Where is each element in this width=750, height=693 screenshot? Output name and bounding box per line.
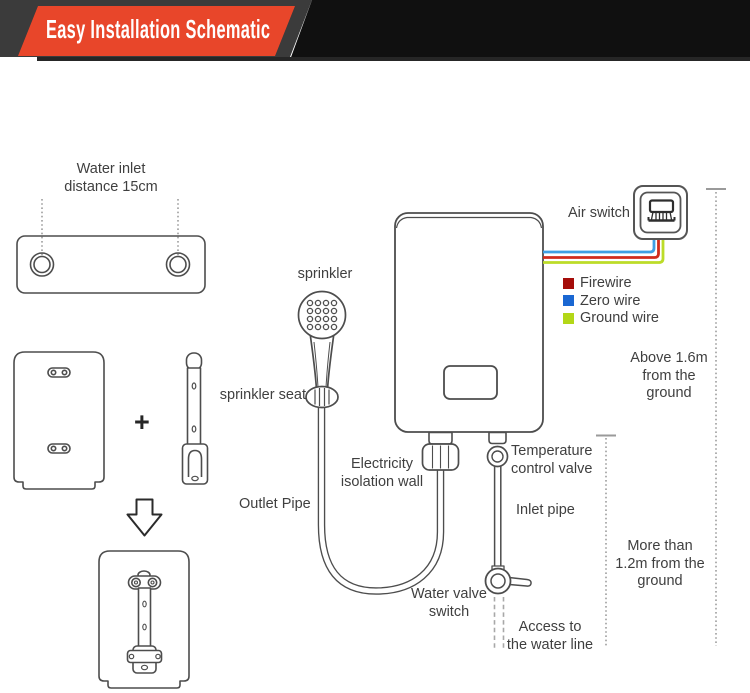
electricity-isolation-label: Electricity isolation wall xyxy=(340,456,424,490)
firewire-swatch-icon xyxy=(563,277,574,289)
wire-zero xyxy=(543,238,656,254)
outlet-hose-drawing xyxy=(317,402,445,595)
water-valve-drawing xyxy=(484,565,532,595)
water-inlet-label: Water inlet distance 15cm xyxy=(64,161,158,195)
temperature-valve-label: Temperature control valve xyxy=(511,443,593,477)
banner: Easy Installation Schematic xyxy=(0,0,750,62)
wire-legend: Firewire Zero wire Ground wire xyxy=(563,275,659,329)
legend-item-zero-wire: Zero wire xyxy=(563,293,659,309)
banner-underline xyxy=(37,57,750,61)
temperature-valve-drawing xyxy=(486,431,509,468)
ground-wire-swatch-icon xyxy=(563,312,574,324)
access-water-line-label: Access to the water line xyxy=(506,619,594,653)
sprinkler-drawing xyxy=(297,290,347,391)
dimension-line-above-1-6m xyxy=(706,188,726,646)
sprinkler-seat-label: sprinkler seat xyxy=(219,387,306,403)
air-switch-label: Air switch xyxy=(567,205,630,221)
banner-red-ribbon xyxy=(18,6,295,56)
plus-sign: + xyxy=(134,407,150,437)
inlet-pipe-line xyxy=(493,464,502,572)
wires xyxy=(543,238,665,264)
wall-plate-drawing xyxy=(16,199,206,294)
dimension-line-more-1-2m xyxy=(596,434,616,646)
sprinkler-seat-drawing xyxy=(305,385,339,409)
above-ground-label: Above 1.6m from the ground xyxy=(630,350,708,401)
heater-drawing xyxy=(394,212,544,433)
assembled-panel-drawing xyxy=(98,550,190,689)
down-arrow-icon xyxy=(126,498,163,537)
bracket-drawing xyxy=(181,352,209,485)
back-panel-drawing xyxy=(13,351,105,490)
page-title: Easy Installation Schematic xyxy=(46,14,271,44)
legend-item-firewire: Firewire xyxy=(563,275,659,291)
inlet-pipe-label: Inlet pipe xyxy=(516,502,575,518)
display-panel xyxy=(443,365,498,400)
zero-wire-swatch-icon xyxy=(563,295,574,306)
sprinkler-label: sprinkler xyxy=(297,266,353,282)
more-than-ground-label: More than 1.2m from the ground xyxy=(615,538,705,589)
wire-ground xyxy=(543,238,665,264)
banner-dark-right-shape xyxy=(290,0,750,60)
water-valve-label: Water valve switch xyxy=(410,586,487,620)
air-switch-drawing xyxy=(633,185,688,240)
wire-firewire xyxy=(543,238,660,259)
outlet-connector-drawing xyxy=(421,431,460,471)
legend-item-ground-wire: Ground wire xyxy=(563,310,659,326)
access-dashed-lines xyxy=(493,597,505,649)
outlet-pipe-label: Outlet Pipe xyxy=(239,496,311,512)
